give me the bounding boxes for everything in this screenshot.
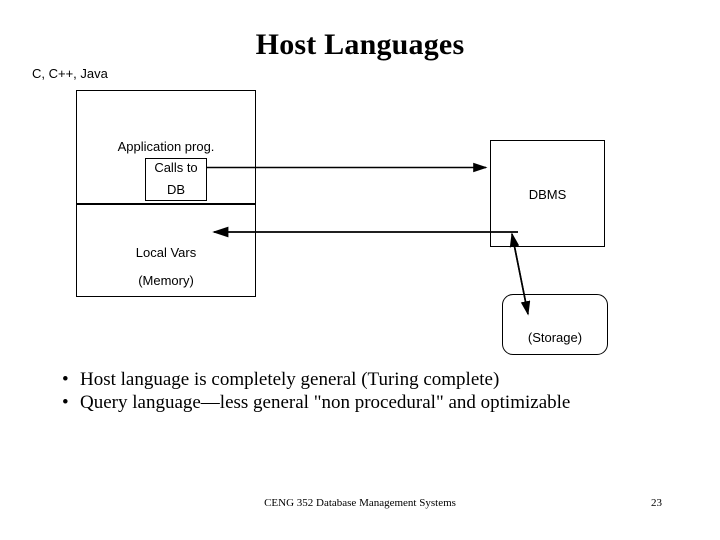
footer-course-label: CENG 352 Database Management Systems (264, 497, 456, 509)
bullet-list: • Host language is completely general (T… (58, 368, 658, 414)
calls-to-db-box (145, 158, 207, 201)
bullet-marker-icon: • (62, 369, 69, 390)
storage-label: (Storage) (527, 330, 583, 345)
local-vars-label: Local Vars (135, 245, 197, 260)
bullet-marker-icon: • (62, 392, 69, 413)
host-language-label: C, C++, Java (32, 66, 108, 81)
list-item: • Host language is completely general (T… (58, 368, 658, 391)
bullet-text: Host language is completely general (Tur… (80, 369, 500, 390)
list-item: • Query language—less general "non proce… (58, 391, 658, 414)
bullet-text: Query language—less general "non procedu… (80, 392, 571, 413)
page-title: Host Languages (255, 28, 465, 61)
storage-box (502, 294, 608, 355)
application-program-label: Application prog. (117, 139, 215, 154)
db-label: DB (166, 182, 186, 197)
footer-page-number: 23 (651, 497, 662, 509)
memory-label: (Memory) (138, 273, 194, 288)
application-program-box (76, 90, 256, 297)
application-box-divider (76, 203, 256, 205)
dbms-label: DBMS (528, 187, 567, 202)
calls-to-label: Calls to (154, 160, 198, 175)
dbms-box (490, 140, 605, 247)
